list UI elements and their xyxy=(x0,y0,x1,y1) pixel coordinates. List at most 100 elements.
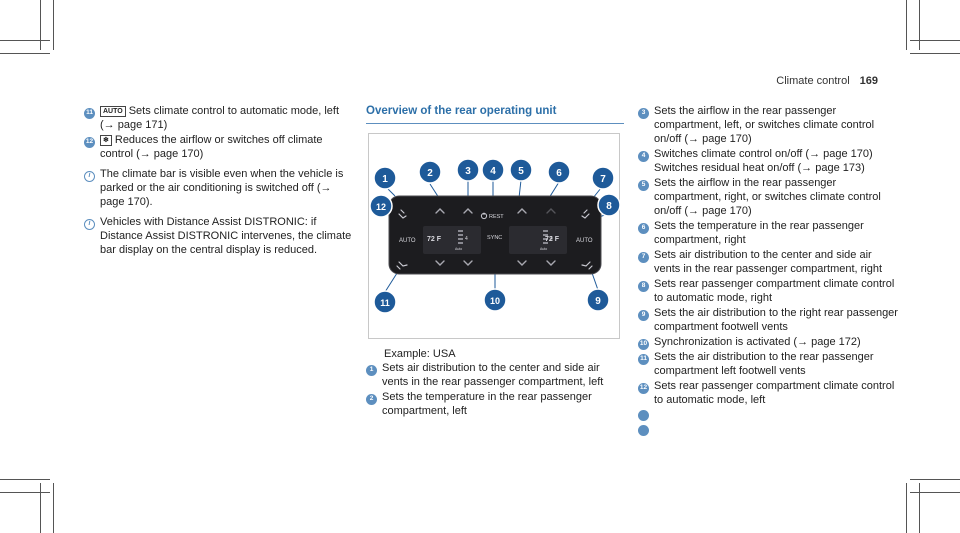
auto-right-label: AUTO xyxy=(576,238,593,244)
callout-label: 3 xyxy=(465,166,471,177)
section-title: Overview of the rear operating unit xyxy=(366,104,624,124)
callout-badge: 8 xyxy=(638,280,649,292)
callout-badge xyxy=(638,410,649,421)
panel-illustration: 1 2 3 4 5 6 7 8 9 10 11 12 AUTO AUTO 72 … xyxy=(369,158,621,314)
crop-mark xyxy=(906,0,907,50)
item-text: Sets the temperature in the rear passeng… xyxy=(382,391,592,417)
callout-badge: 11 xyxy=(84,107,95,119)
crop-mark xyxy=(906,483,907,533)
list-item: 1 Sets air distribution to the center an… xyxy=(366,361,624,389)
callout-badge: 5 xyxy=(638,179,649,191)
crop-mark xyxy=(910,40,960,41)
info-note: i The climate bar is visible even when t… xyxy=(84,167,354,209)
crop-mark xyxy=(0,40,50,41)
info-note: i Vehicles with Distance Assist DISTRONI… xyxy=(84,215,354,257)
temp-left: 72 F xyxy=(427,236,442,243)
list-item: 9 Sets the air distribution to the right… xyxy=(638,306,898,334)
fan-auto-left: Auto xyxy=(455,247,462,251)
note-text: Vehicles with Distance Assist DISTRONIC:… xyxy=(100,216,352,256)
list-item: 6 Sets the temperature in the rear passe… xyxy=(638,219,898,247)
item-text: Reduces the airflow or switches off clim… xyxy=(100,134,323,160)
page-number: 169 xyxy=(859,75,878,87)
section-name: Climate control xyxy=(776,75,850,87)
rear-operating-unit-figure: 1 2 3 4 5 6 7 8 9 10 11 12 AUTO AUTO 72 … xyxy=(368,133,621,339)
running-header: Climate control 169 xyxy=(776,74,878,88)
callout-badge: 10 xyxy=(638,338,649,350)
crop-mark xyxy=(40,0,41,50)
callout-label: 4 xyxy=(490,166,496,177)
callout-label: 9 xyxy=(595,296,601,307)
callout-badge: 1 xyxy=(366,364,377,376)
list-item: 8 Sets rear passenger compartment climat… xyxy=(638,277,898,305)
list-item: 12 Sets rear passenger compartment clima… xyxy=(638,379,898,407)
callout-label: 12 xyxy=(376,202,386,212)
middle-column: Overview of the rear operating unit xyxy=(366,104,624,419)
info-icon: i xyxy=(84,170,95,182)
callout-badge: 4 xyxy=(638,150,649,162)
item-text: Sets the airflow in the rear passenger c… xyxy=(654,177,881,217)
item-text: Sets air distribution to the center and … xyxy=(382,362,604,388)
callout-badge: 9 xyxy=(638,309,649,321)
callout-badge: 2 xyxy=(366,393,377,405)
callout-badge: 3 xyxy=(638,107,649,119)
item-text: Sets air distribution to the center and … xyxy=(654,249,883,275)
item-text: Sets climate control to automatic mode, … xyxy=(100,105,340,131)
item-text: Sets rear passenger compartment climate … xyxy=(654,380,895,406)
crop-mark xyxy=(53,483,54,533)
item-text: Sets rear passenger compartment climate … xyxy=(654,278,895,304)
callout-badge: 6 xyxy=(638,222,649,234)
crop-mark xyxy=(40,483,41,533)
note-text: The climate bar is visible even when the… xyxy=(100,168,344,208)
callout-badge xyxy=(638,425,649,436)
callout-label: 2 xyxy=(427,168,433,179)
airflow-reduce-symbol: ❄ xyxy=(100,135,112,146)
item-text: Switches climate control on/off (→ page … xyxy=(654,148,873,174)
callout-label: 7 xyxy=(600,174,606,185)
item-text: Sets the air distribution to the rear pa… xyxy=(654,351,874,377)
list-item: 2 Sets the temperature in the rear passe… xyxy=(366,390,624,418)
crop-mark xyxy=(0,479,50,480)
item-text: Synchronization is activated (→ page 172… xyxy=(654,336,861,348)
item-text: Sets the air distribution to the right r… xyxy=(654,307,898,333)
callout-badge: 11 xyxy=(638,353,649,365)
crop-mark xyxy=(53,0,54,50)
callout-label: 8 xyxy=(606,201,612,212)
figure-caption: Example: USA xyxy=(384,348,456,360)
callout-badge: 12 xyxy=(638,382,649,394)
list-item: 11 Sets the air distribution to the rear… xyxy=(638,350,898,378)
crop-mark xyxy=(919,483,920,533)
item-text: Sets the temperature in the rear passeng… xyxy=(654,220,864,246)
crop-mark xyxy=(910,492,960,493)
callout-label: 1 xyxy=(382,174,388,185)
auto-left-label: AUTO xyxy=(399,238,416,244)
crop-mark xyxy=(919,0,920,50)
callout-label: 11 xyxy=(380,298,390,308)
sync-label: SYNC xyxy=(487,235,502,241)
list-item xyxy=(638,408,898,422)
list-item xyxy=(638,423,898,437)
auto-symbol: AUTO xyxy=(100,106,126,117)
temp-right: 72 F xyxy=(545,236,560,243)
callout-badge: 12 xyxy=(84,136,95,148)
crop-mark xyxy=(0,53,50,54)
list-item: 12 ❄Reduces the airflow or switches off … xyxy=(84,133,354,161)
callout-label: 10 xyxy=(490,296,500,306)
fan-level-left: 4 xyxy=(465,236,468,242)
fan-auto-right: Auto xyxy=(540,247,547,251)
crop-mark xyxy=(910,479,960,480)
list-item: 7 Sets air distribution to the center an… xyxy=(638,248,898,276)
info-icon: i xyxy=(84,218,95,230)
callout-label: 6 xyxy=(556,168,562,179)
crop-mark xyxy=(0,492,50,493)
list-item: 3 Sets the airflow in the rear passenger… xyxy=(638,104,898,146)
list-item: 4 Switches climate control on/off (→ pag… xyxy=(638,147,898,175)
fan-level-right: 4 xyxy=(550,236,553,242)
list-item: 5 Sets the airflow in the rear passenger… xyxy=(638,176,898,218)
rest-label: REST xyxy=(489,214,504,220)
right-column: 3 Sets the airflow in the rear passenger… xyxy=(638,104,898,438)
callout-badge: 7 xyxy=(638,251,649,263)
list-item: 10 Synchronization is activated (→ page … xyxy=(638,335,898,350)
item-text: Sets the airflow in the rear passenger c… xyxy=(654,105,875,145)
